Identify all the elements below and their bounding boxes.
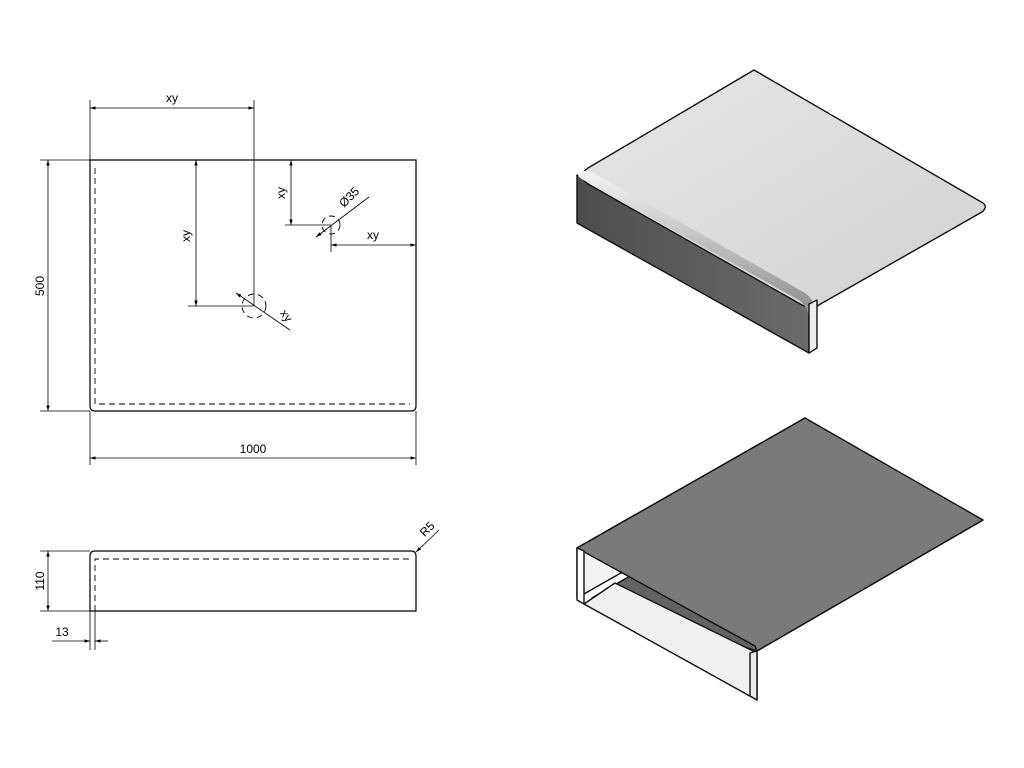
iso-view-top <box>576 69 986 354</box>
top-view-hidden-edge <box>94 168 410 405</box>
iso-top-top-face <box>581 69 986 308</box>
top-view: xy xy xy xy Ø35 xy <box>33 91 417 465</box>
front-view-outline <box>89 550 417 612</box>
iso-view-bottom <box>576 417 984 701</box>
dim-hole2-d-label: Ø35 <box>336 184 362 210</box>
dim-height: 110 <box>33 550 90 612</box>
top-view-outline <box>89 159 417 412</box>
dim-hole2-x: xy <box>330 225 416 252</box>
dim-hole1-y-label: xy <box>179 230 193 242</box>
dim-hole1-x-label: xy <box>166 91 178 105</box>
hole-1 <box>241 293 267 319</box>
dim-depth: 500 <box>33 159 90 412</box>
dim-width: 1000 <box>89 411 417 465</box>
dim-hole2-y-label: xy <box>274 187 288 199</box>
dim-hole2-d: Ø35 <box>315 184 370 238</box>
dim-thickness: 13 <box>52 611 108 650</box>
iso-bottom-right-leg <box>749 650 758 701</box>
dim-radius: R5 <box>415 519 440 553</box>
iso-top-right-leg <box>808 299 818 354</box>
iso-top-rolled-edge <box>578 170 814 318</box>
dim-height-label: 110 <box>33 571 47 590</box>
dim-hole2-y: xy <box>274 160 331 226</box>
front-view: 110 13 R5 <box>33 519 440 650</box>
dim-depth-label: 500 <box>33 276 47 296</box>
dim-hole2-x-label: xy <box>367 228 379 242</box>
iso-bottom-top-rail <box>576 417 984 652</box>
iso-bottom-front-leg <box>576 547 585 605</box>
dim-hole1-y: xy <box>179 160 254 307</box>
dim-hole1-d-label: xy <box>277 307 295 325</box>
dim-thickness-label: 13 <box>55 625 69 639</box>
dim-width-label: 1000 <box>240 442 267 456</box>
front-view-hidden-edge <box>94 558 413 611</box>
dim-hole1-x: xy <box>89 91 255 306</box>
dim-radius-label: R5 <box>417 519 438 540</box>
